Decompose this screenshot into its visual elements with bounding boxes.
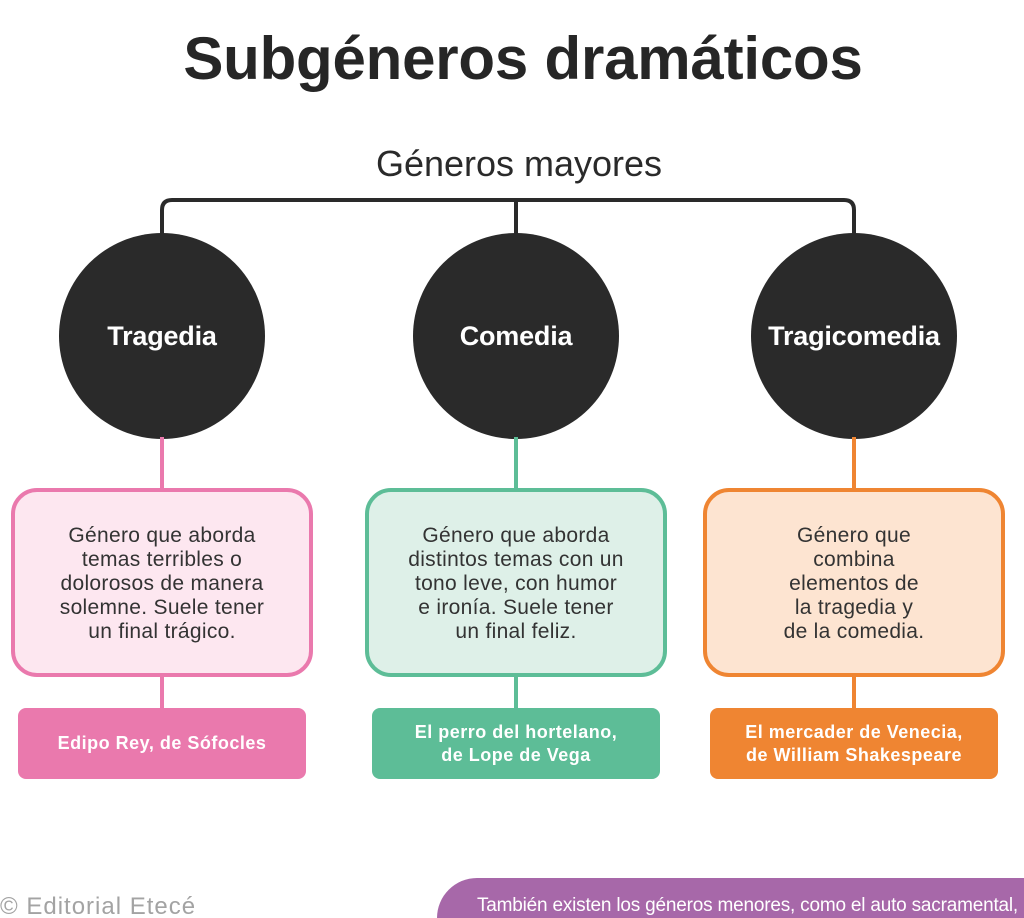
genre-node-label: Tragicomedia <box>768 321 940 351</box>
genre-node-tragicomedia: Tragicomedia <box>751 233 957 439</box>
example-box: Edipo Rey, de Sófocles <box>18 708 306 779</box>
bracket-connector <box>160 198 856 240</box>
description-to-example-connector <box>514 676 518 709</box>
node-to-description-connector <box>514 437 518 489</box>
genre-column-tragedia: Tragedia Género que aborda temas terribl… <box>10 233 314 779</box>
description-to-example-connector <box>160 676 164 709</box>
description-line: Género que aborda <box>422 524 610 547</box>
description-line: un final feliz. <box>455 620 577 643</box>
description-line: temas terribles o <box>81 548 243 571</box>
description-line: combina <box>813 548 895 571</box>
example-line: El perro del hortelano, <box>414 721 618 742</box>
description-line: la tragedia y <box>794 596 914 619</box>
description-to-example-connector <box>852 676 856 709</box>
description-line: e ironía. Suele tener <box>418 596 614 619</box>
description-line: un final trágico. <box>88 620 236 643</box>
node-to-description-connector <box>160 437 164 489</box>
example-line: de William Shakespeare <box>746 744 962 765</box>
description-box: Género que aborda distintos temas con un… <box>365 488 667 677</box>
description-line: de la comedia. <box>783 620 925 643</box>
description-line: Género que <box>797 524 911 547</box>
genre-column-comedia: Comedia Género que aborda distintos tema… <box>364 233 668 779</box>
description-line: distintos temas con un <box>408 548 624 571</box>
genre-node-label: Tragedia <box>107 321 217 351</box>
example-box: El perro del hortelano, de Lope de Vega <box>372 708 660 779</box>
copyright-credit: © Editorial Etecé <box>0 893 197 918</box>
description-box: Género que aborda temas terribles o dolo… <box>11 488 313 677</box>
genre-column-tragicomedia: Tragicomedia Género que combina elemento… <box>702 233 1006 779</box>
description-line: elementos de <box>789 572 919 595</box>
footer-note-text: También existen los géneros menores, com… <box>477 895 1018 916</box>
example-box: El mercader de Venecia, de William Shake… <box>710 708 998 779</box>
example-line: Edipo Rey, de Sófocles <box>57 733 267 753</box>
genre-node-tragedia: Tragedia <box>59 233 265 439</box>
description-line: tono leve, con humor <box>414 572 618 595</box>
genre-node-comedia: Comedia <box>413 233 619 439</box>
genre-node-label: Comedia <box>459 321 573 351</box>
description-line: Género que aborda <box>68 524 256 547</box>
description-line: solemne. Suele tener <box>59 596 265 619</box>
description-line: dolorosos de manera <box>60 572 264 595</box>
footer-note-banner: También existen los géneros menores, com… <box>437 878 1024 918</box>
node-to-description-connector <box>852 437 856 489</box>
example-line: de Lope de Vega <box>441 744 591 765</box>
example-line: El mercader de Venecia, <box>745 721 963 742</box>
root-label: Géneros mayores <box>375 143 663 184</box>
page-title: Subgéneros dramáticos <box>183 25 863 92</box>
description-box: Género que combina elementos de la trage… <box>703 488 1005 677</box>
